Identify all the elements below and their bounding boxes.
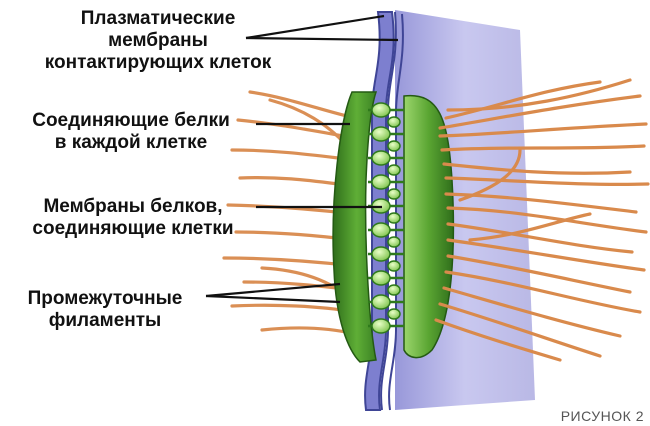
label-line: мембраны bbox=[18, 30, 298, 52]
plaque-left bbox=[333, 92, 376, 362]
label-line: в каждой клетке bbox=[6, 132, 256, 154]
label-linking-proteins: Мембраны белков, соединяющие клетки bbox=[8, 196, 258, 240]
label-connecting-proteins: Соединяющие белки в каждой клетке bbox=[6, 110, 256, 154]
label-line: Плазматические bbox=[18, 8, 298, 30]
label-line: филаменты bbox=[10, 310, 200, 332]
label-plasma-membranes: Плазматические мембраны контактирующих к… bbox=[18, 8, 298, 74]
label-line: контактирующих клеток bbox=[18, 52, 298, 74]
label-line: Мембраны белков, bbox=[8, 196, 258, 218]
label-intermediate-filaments: Промежуточные филаменты bbox=[10, 288, 200, 332]
label-line: Соединяющие белки bbox=[6, 110, 256, 132]
label-line: Промежуточные bbox=[10, 288, 200, 310]
label-line: соединяющие клетки bbox=[8, 218, 258, 240]
figure-caption: РИСУНОК 2 bbox=[561, 408, 644, 424]
